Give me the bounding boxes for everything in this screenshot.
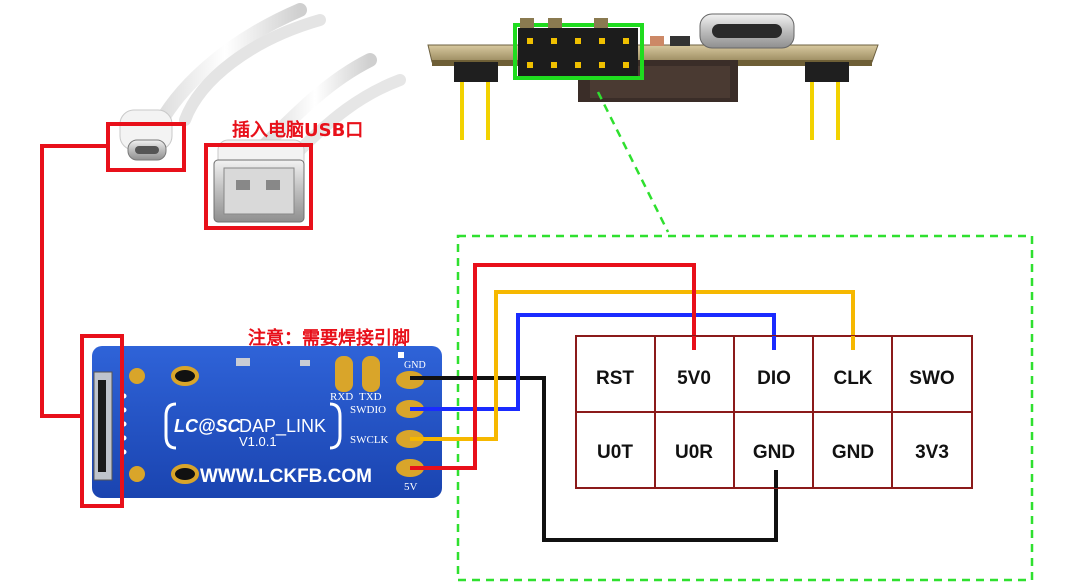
pin-label-swdio: SWDIO xyxy=(350,404,386,416)
cell-clk: CLK xyxy=(833,368,872,389)
wire-clk xyxy=(410,290,855,441)
pin-header-icon xyxy=(518,28,638,76)
pin-label-swclk: SWCLK xyxy=(350,434,389,446)
label-txd: TXD xyxy=(359,391,382,403)
wire-gnd xyxy=(410,376,778,542)
cell-u0t: U0T xyxy=(597,442,633,463)
board-version: V1.0.1 xyxy=(239,434,277,449)
usb-note: 插入电脑USB口 xyxy=(232,119,363,141)
rxd-pad xyxy=(335,356,353,392)
cell-3v3: 3V3 xyxy=(915,442,949,463)
header-pin-table xyxy=(575,335,973,489)
board-usb-highlight xyxy=(80,334,124,508)
txd-pad xyxy=(362,356,380,392)
pin-label-gnd: GND xyxy=(404,360,426,371)
usb-c-plug-icon xyxy=(119,109,173,161)
target-board-illustration xyxy=(427,13,879,140)
daplink-board xyxy=(92,346,442,498)
label-rxd: RXD xyxy=(330,391,353,403)
usb-c-port-icon xyxy=(699,13,795,49)
pin-header-highlight xyxy=(513,23,644,80)
cell-gnd-2: GND xyxy=(832,442,874,463)
cell-rst: RST xyxy=(596,368,634,389)
zoom-pointer-line xyxy=(596,91,670,233)
board-url: WWW.LCKFB.COM xyxy=(200,466,372,487)
cell-u0r: U0R xyxy=(675,442,713,463)
usb-a-plug-icon xyxy=(213,139,305,223)
usb-a-highlight xyxy=(204,143,313,230)
wire-dio xyxy=(410,313,776,411)
usb-cable-illustration xyxy=(119,3,406,223)
usb-connection-line xyxy=(40,144,108,418)
board-logo: LC@SC xyxy=(174,416,242,436)
cell-swo: SWO xyxy=(909,368,954,389)
board-name: DAP_LINK xyxy=(239,416,326,437)
wire-5v xyxy=(410,263,696,470)
cell-dio: DIO xyxy=(757,368,791,389)
solder-note: 注意：需要焊接引脚 xyxy=(248,327,410,349)
cell-5v0: 5V0 xyxy=(677,368,711,389)
zoom-frame xyxy=(456,234,1034,582)
pin-label-5v: 5V xyxy=(404,481,418,493)
cell-gnd-1: GND xyxy=(753,442,795,463)
